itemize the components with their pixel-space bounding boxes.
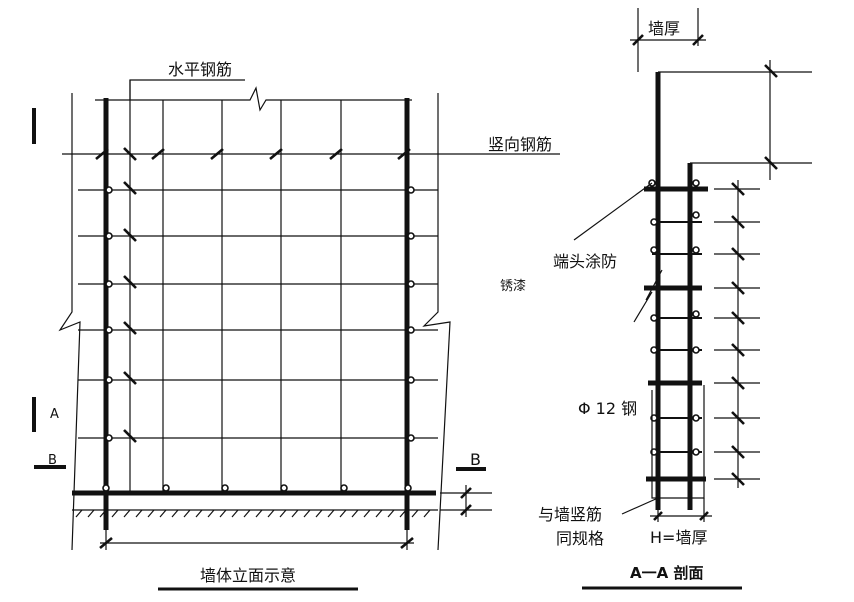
horizontal-rebar-leader xyxy=(129,79,245,100)
column-slash-ticks xyxy=(123,181,137,443)
top-row-slash-ticks xyxy=(95,147,411,161)
bottom-bar-circles xyxy=(162,484,348,492)
vertical-rebar-label: 竖向钢筋 xyxy=(488,135,552,154)
section-mark-a-label: A xyxy=(50,407,59,422)
section-mark-b-right-label: B xyxy=(470,450,481,469)
section-a-a-view: 墙厚 xyxy=(500,8,812,590)
same-spec-label-line1: 与墙竖筋 xyxy=(538,505,602,524)
left-bar-circles xyxy=(102,186,113,492)
section-bottom-dimension xyxy=(650,498,712,522)
h-wall-thickness-label: H=墙厚 xyxy=(650,528,707,547)
ground-hatch xyxy=(72,509,438,518)
rust-paint-leader xyxy=(573,182,653,241)
rust-paint-label-line1: 端头涂防 xyxy=(553,252,617,271)
right-bar-circles xyxy=(404,186,415,492)
phi12-steel-label: Φ 12 钢 xyxy=(578,399,637,418)
section-top-step-dimension xyxy=(658,60,812,180)
top-break-line xyxy=(95,86,412,112)
same-spec-label-line2: 同规格 xyxy=(556,529,604,548)
horizontal-bars xyxy=(62,153,560,439)
wall-thickness-top-label: 墙厚 xyxy=(648,19,680,38)
elevation-boundary xyxy=(58,93,451,551)
top-wall-thickness-dimension xyxy=(630,8,706,72)
horizontal-rebar-label: 水平钢筋 xyxy=(168,60,232,79)
interior-vertical-bars xyxy=(129,80,342,493)
bottom-dimension xyxy=(99,530,414,550)
elevation-title: 墙体立面示意 xyxy=(200,566,296,585)
rust-paint-label-line2: 锈漆 xyxy=(500,278,526,294)
section-circles xyxy=(648,179,700,456)
wall-elevation-view: 水平钢筋 竖向钢筋 A B B 墙体立面示意 xyxy=(32,60,560,591)
section-right-dimension xyxy=(714,180,760,488)
section-thick-horizontal-bars xyxy=(644,186,708,482)
ground-height-dimension xyxy=(440,485,492,517)
section-break-mark xyxy=(633,269,663,323)
phi12-bracket xyxy=(651,385,705,499)
section-mark-b-left-label: B xyxy=(48,453,57,468)
section-title: A一A 剖面 xyxy=(630,564,703,582)
same-spec-leader xyxy=(621,497,659,515)
